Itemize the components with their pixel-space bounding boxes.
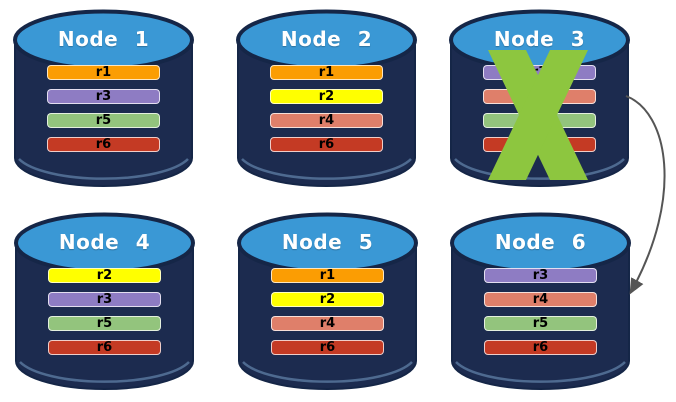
replica-bar: r5 [48, 316, 161, 331]
replica-list: r1 r2 r4 r6 [271, 268, 384, 364]
node-5: Node 5 r1 r2 r4 r6 [236, 211, 419, 393]
replica-bar: r3 [484, 268, 597, 283]
replica-bar: r2 [271, 292, 384, 307]
node-2: Node 2 r1 r2 r4 r6 [235, 8, 418, 190]
replica-list: r1 r3 r5 r6 [47, 65, 160, 161]
replica-list: r1 r2 r4 r6 [270, 65, 383, 161]
replica-bar: r6 [270, 137, 383, 152]
node-title: Node 5 [281, 230, 374, 254]
replica-bar: r5 [484, 316, 597, 331]
replica-list: r2 r3 r5 r6 [48, 268, 161, 364]
replica-bar: r1 [47, 65, 160, 80]
node-title: Node 6 [494, 230, 587, 254]
replica-bar: r6 [484, 340, 597, 355]
replica-bar: r3 [47, 89, 160, 104]
node-4: Node 4 r2 r3 r5 r6 [13, 211, 196, 393]
replica-bar: r6 [271, 340, 384, 355]
node-title: Node 3 [493, 27, 586, 51]
node-1: Node 1 r1 r3 r5 r6 [12, 8, 195, 190]
node-3: Node 3 r3 r4 r5 r6 [448, 8, 631, 190]
replica-bar: r5 [47, 113, 160, 128]
replica-bar: r3 [48, 292, 161, 307]
replica-bar: r6 [48, 340, 161, 355]
replica-bar: r4 [270, 113, 383, 128]
replica-bar: r1 [270, 65, 383, 80]
node-title: Node 4 [58, 230, 151, 254]
replica-bar: r2 [48, 268, 161, 283]
replica-bar: r1 [271, 268, 384, 283]
failure-x-icon [488, 50, 588, 180]
replica-bar: r4 [271, 316, 384, 331]
node-title: Node 1 [57, 27, 150, 51]
replica-bar: r2 [270, 89, 383, 104]
node-6: Node 6 r3 r4 r5 r6 [449, 211, 632, 393]
replica-bar: r4 [484, 292, 597, 307]
node-title: Node 2 [280, 27, 373, 51]
replica-bar: r6 [47, 137, 160, 152]
replica-list: r3 r4 r5 r6 [484, 268, 597, 364]
